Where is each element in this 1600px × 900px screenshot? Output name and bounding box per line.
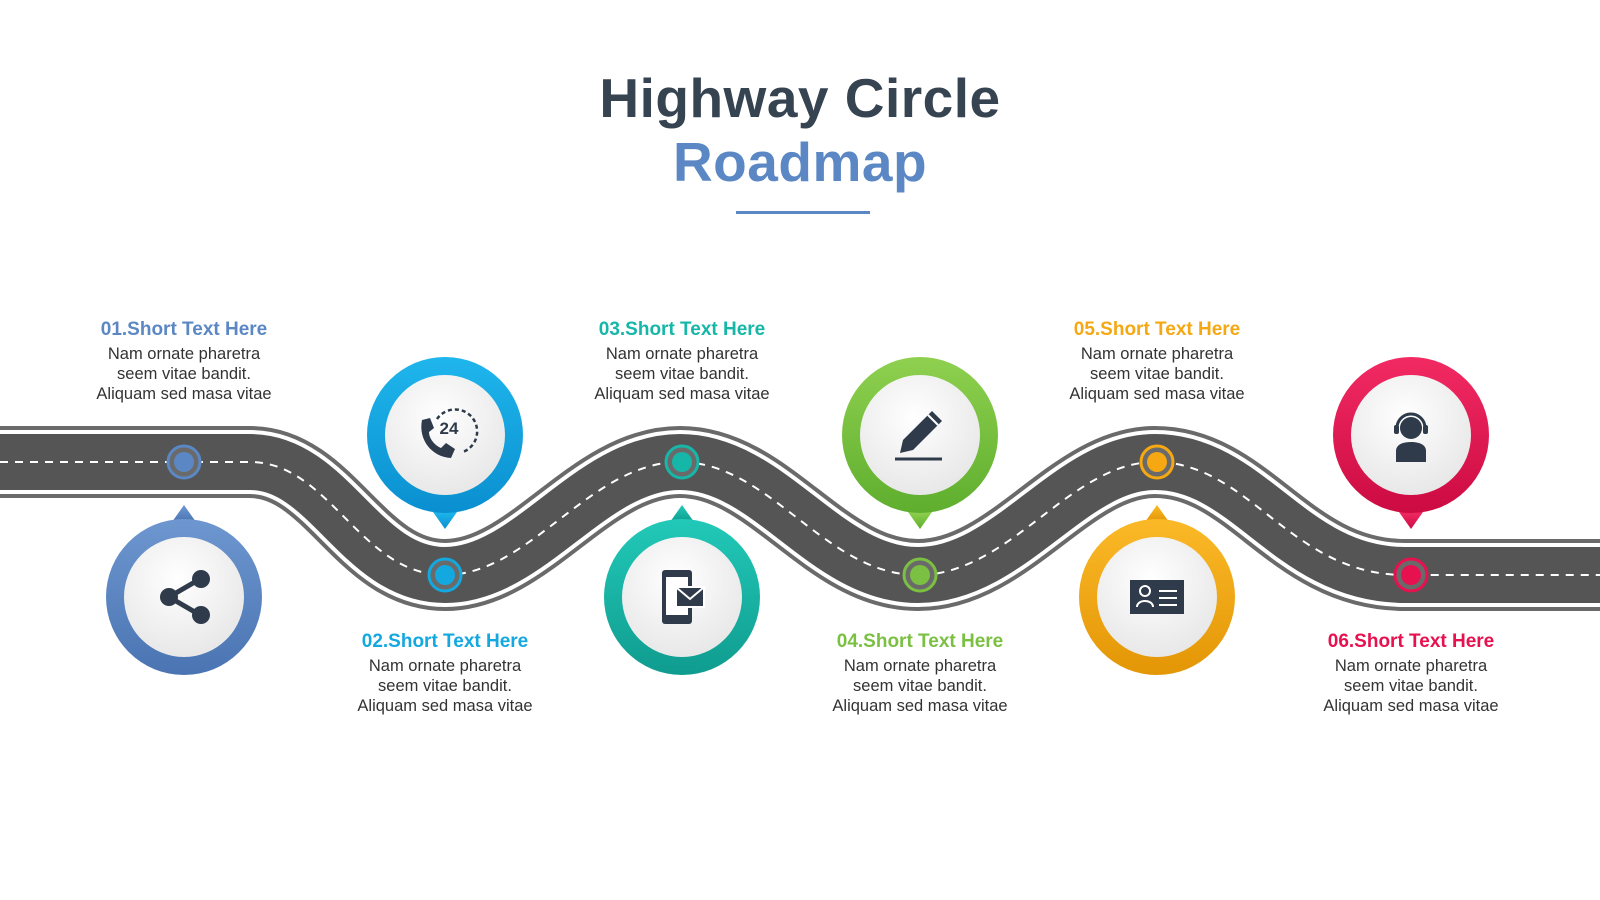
step-3-line-3: Aliquam sed masa vitae [594, 385, 770, 403]
mobile-mail-icon [662, 570, 705, 624]
step-3-body: Nam ornate pharetra seem vitae bandit. A… [552, 344, 812, 404]
road-marker-4 [902, 557, 938, 593]
step-1-body: Nam ornate pharetra seem vitae bandit. A… [54, 344, 314, 404]
step-3-line-1: Nam ornate pharetra [605, 345, 759, 363]
step-2-number: 02. [361, 631, 389, 652]
road [0, 425, 1600, 612]
step-4-body: Nam ornate pharetra seem vitae bandit. A… [790, 656, 1050, 716]
step-1: 01.Short Text Here Nam ornate pharetra s… [54, 318, 314, 404]
step-3-title: Short Text Here [625, 319, 766, 340]
step-1-line-3: Aliquam sed masa vitae [96, 385, 272, 403]
step-1-line-1: Nam ornate pharetra [107, 345, 261, 363]
step-6: 06.Short Text Here Nam ornate pharetra s… [1281, 630, 1541, 716]
step-4-number: 04. [836, 631, 864, 652]
step-5-heading: 05.Short Text Here [1027, 318, 1287, 342]
step-4-line-3: Aliquam sed masa vitae [832, 697, 1008, 715]
step-2: 02.Short Text Here Nam ornate pharetra s… [315, 630, 575, 716]
step-2-body: Nam ornate pharetra seem vitae bandit. A… [315, 656, 575, 716]
step-2-title: Short Text Here [388, 631, 529, 652]
support-agent-icon [1394, 412, 1428, 462]
title-line-1: Highway Circle [599, 67, 1001, 129]
step-3-line-2: seem vitae bandit. [615, 365, 749, 383]
step-3: 03.Short Text Here Nam ornate pharetra s… [552, 318, 812, 404]
step-5-line-2: seem vitae bandit. [1090, 365, 1224, 383]
road-marker-2 [427, 557, 463, 593]
step-4-heading: 04.Short Text Here [790, 630, 1050, 654]
step-5-body: Nam ornate pharetra seem vitae bandit. A… [1027, 344, 1287, 404]
road-marker-3 [664, 444, 700, 480]
step-1-line-2: seem vitae bandit. [117, 365, 251, 383]
svg-text:24: 24 [440, 419, 459, 438]
step-6-line-2: seem vitae bandit. [1344, 677, 1478, 695]
pin-4 [842, 357, 998, 529]
pin-1 [106, 505, 262, 675]
id-card-icon [1130, 580, 1184, 614]
step-5-line-3: Aliquam sed masa vitae [1069, 385, 1245, 403]
step-6-title: Short Text Here [1354, 631, 1495, 652]
step-3-heading: 03.Short Text Here [552, 318, 812, 342]
step-2-line-1: Nam ornate pharetra [368, 657, 522, 675]
step-2-line-2: seem vitae bandit. [378, 677, 512, 695]
pin-3 [604, 505, 760, 675]
step-5-number: 05. [1073, 319, 1101, 340]
step-6-line-1: Nam ornate pharetra [1334, 657, 1488, 675]
road-marker-1 [166, 444, 202, 480]
pin-6 [1333, 357, 1489, 529]
step-1-heading: 01.Short Text Here [54, 318, 314, 342]
step-4-line-2: seem vitae bandit. [853, 677, 987, 695]
phone-24-icon: 24 [421, 408, 479, 458]
road-marker-6 [1393, 557, 1429, 593]
step-1-number: 01. [100, 319, 128, 340]
step-6-body: Nam ornate pharetra seem vitae bandit. A… [1281, 656, 1541, 716]
title-underline [736, 211, 870, 214]
step-4: 04.Short Text Here Nam ornate pharetra s… [790, 630, 1050, 716]
share-icon [160, 570, 210, 624]
step-1-title: Short Text Here [127, 319, 268, 340]
road-marker-5 [1139, 444, 1175, 480]
step-5: 05.Short Text Here Nam ornate pharetra s… [1027, 318, 1287, 404]
step-4-title: Short Text Here [863, 631, 1004, 652]
step-6-number: 06. [1327, 631, 1355, 652]
title-block: Highway Circle Roadmap [0, 66, 1600, 194]
step-5-title: Short Text Here [1100, 319, 1241, 340]
pin-5 [1079, 505, 1235, 675]
step-4-line-1: Nam ornate pharetra [843, 657, 997, 675]
step-6-line-3: Aliquam sed masa vitae [1323, 697, 1499, 715]
step-2-line-3: Aliquam sed masa vitae [357, 697, 533, 715]
step-2-heading: 02.Short Text Here [315, 630, 575, 654]
title-line-2: Roadmap [672, 131, 928, 193]
step-6-heading: 06.Short Text Here [1281, 630, 1541, 654]
pencil-icon [895, 411, 942, 461]
step-5-line-1: Nam ornate pharetra [1080, 345, 1234, 363]
step-3-number: 03. [598, 319, 626, 340]
pin-2: 24 [367, 357, 523, 529]
